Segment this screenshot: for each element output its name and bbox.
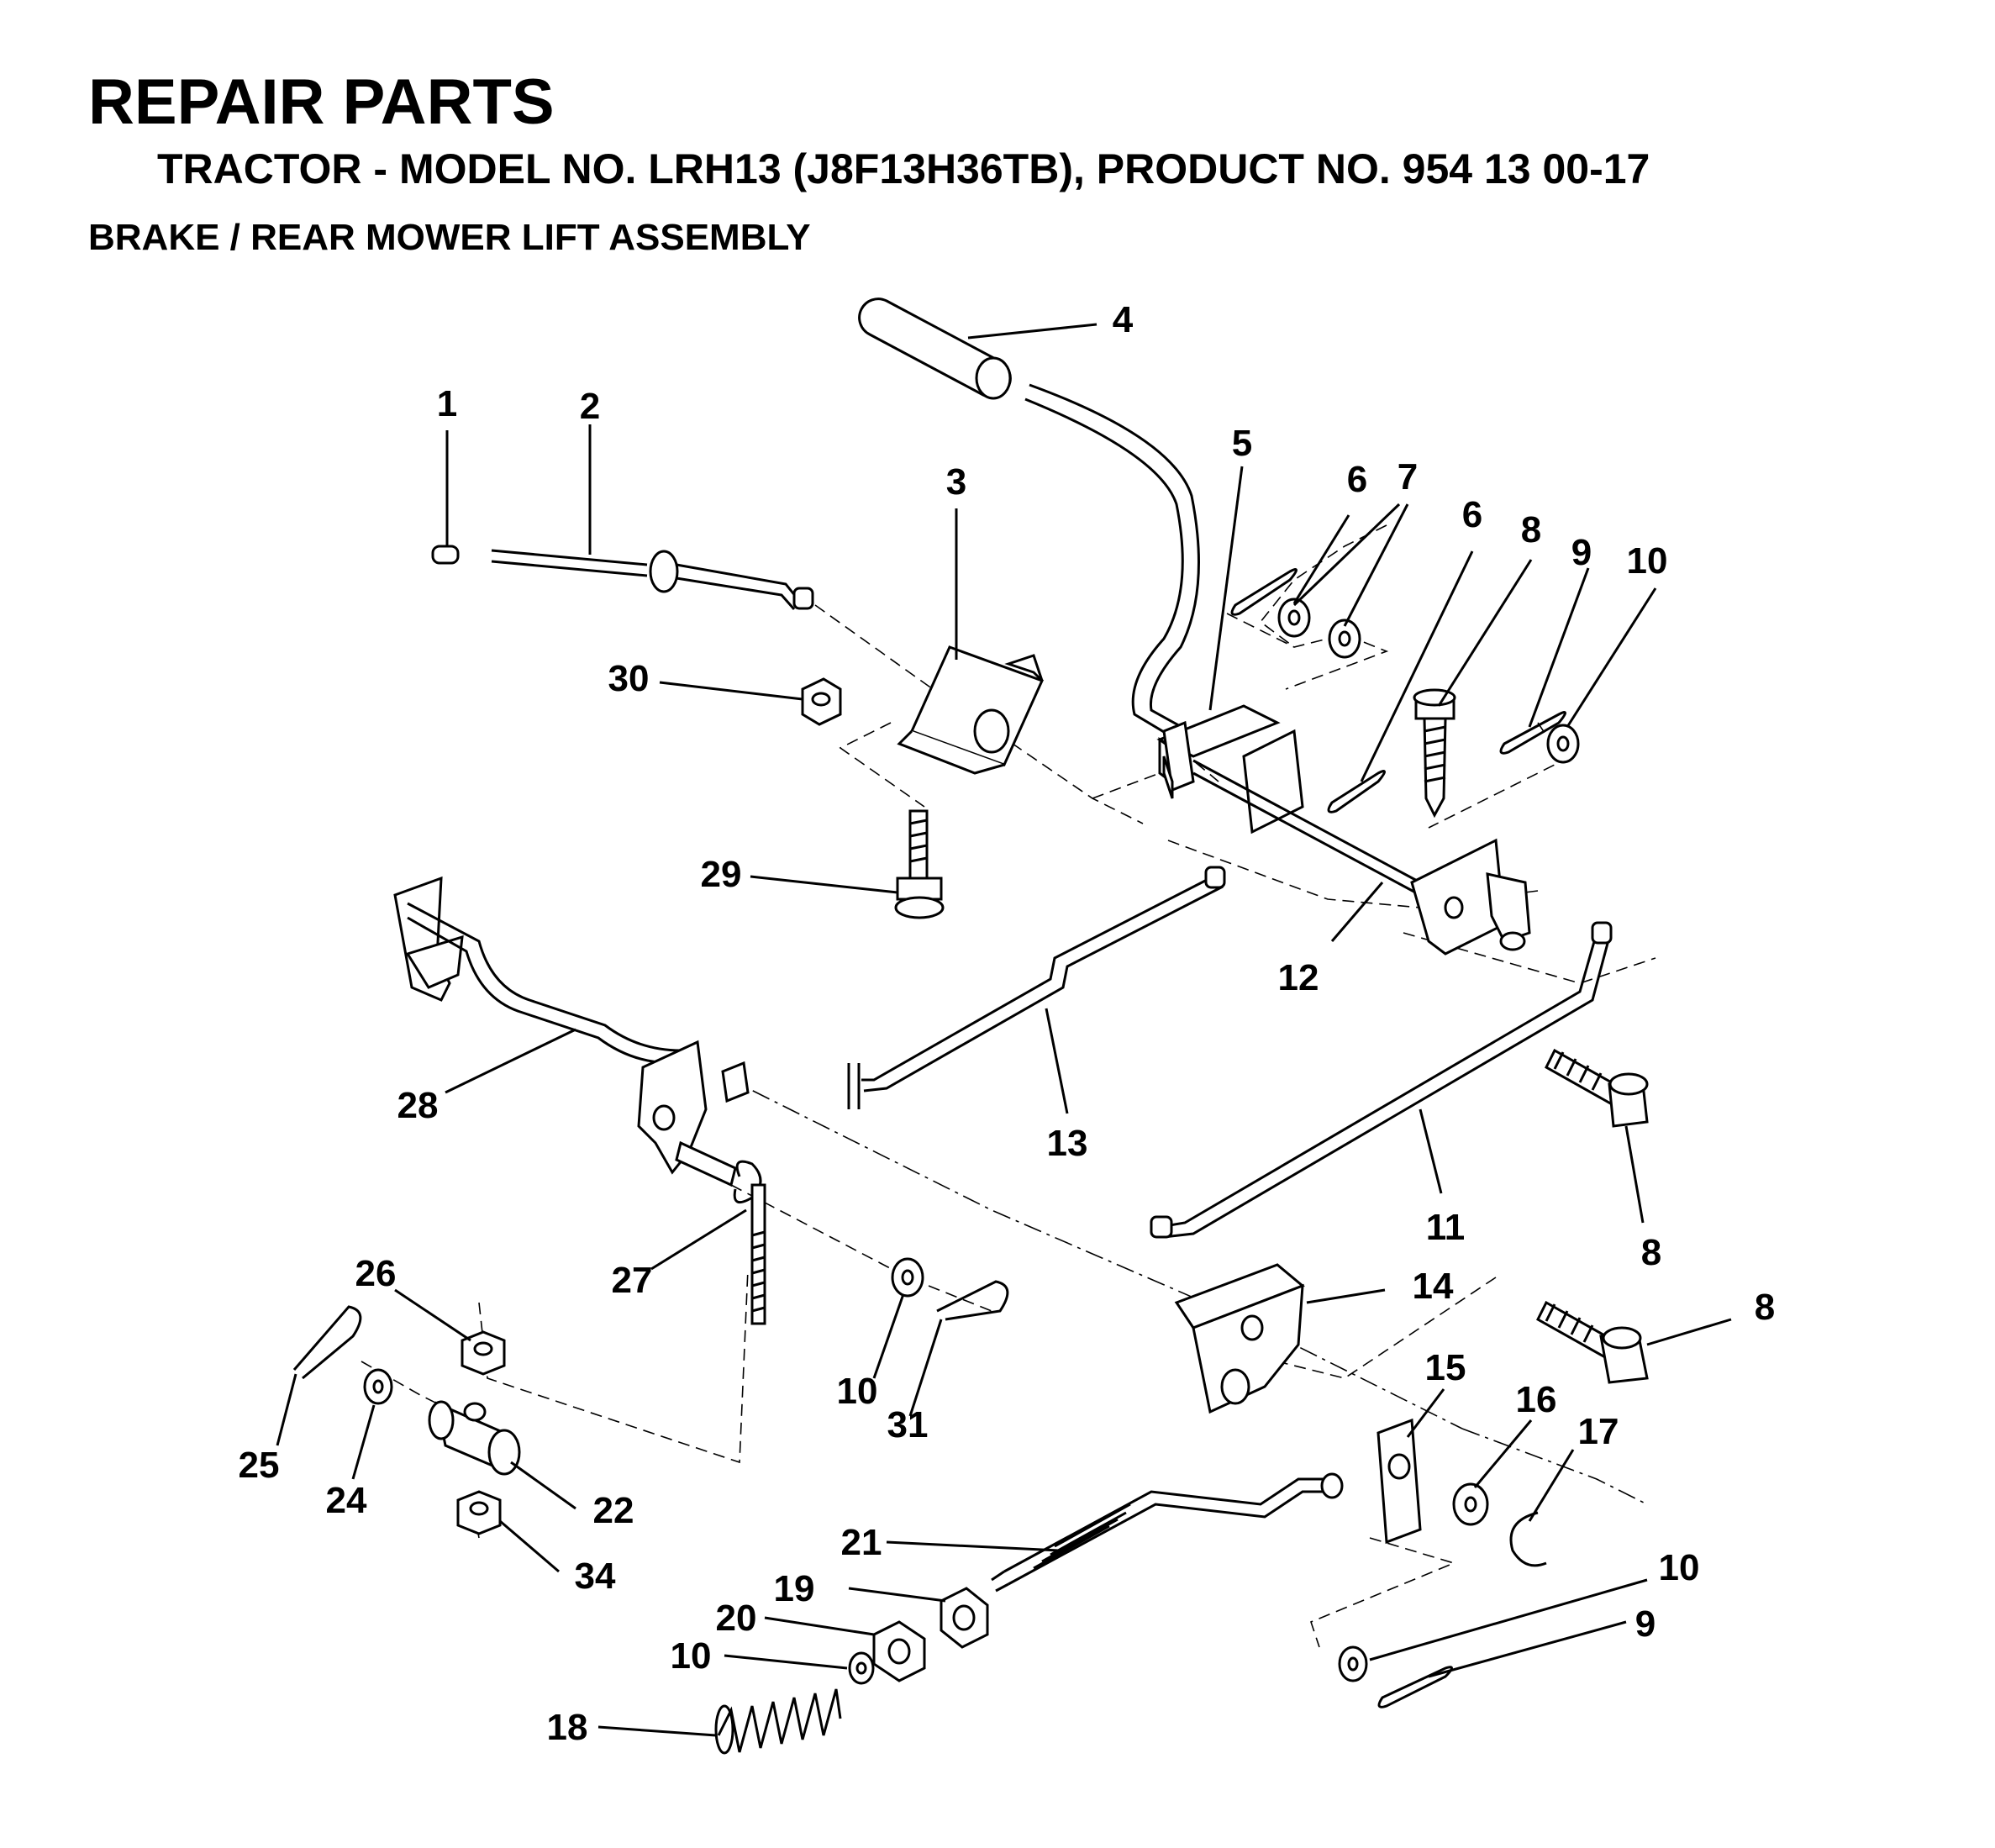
callout-30: 30 xyxy=(608,658,650,699)
part-3-bracket xyxy=(897,645,1045,775)
callout-10-lower-right: 10 xyxy=(1659,1547,1700,1588)
part-6-cotter-pin-upper xyxy=(1230,568,1386,813)
part-17-e-ring xyxy=(1509,1511,1547,1567)
part-4-handle-grip xyxy=(858,297,1012,400)
part-27-eyebolt xyxy=(733,1160,766,1325)
callout-24: 24 xyxy=(326,1480,367,1521)
part-31-hairpin-clip xyxy=(936,1280,1009,1321)
part-8-bolt-upper xyxy=(1413,688,1456,819)
callout-17: 17 xyxy=(1578,1411,1619,1452)
callout-29: 29 xyxy=(701,854,742,895)
callout-8-upper: 8 xyxy=(1521,509,1541,550)
part-12-lift-shaft-assembly xyxy=(1162,720,1531,956)
model-subtitle: TRACTOR - MODEL NO. LRH13 (J8F13H36TB), … xyxy=(157,145,1650,192)
part-29-bolt xyxy=(894,809,945,919)
part-20-nut xyxy=(872,1620,926,1682)
part-1-clevis-pin xyxy=(431,545,460,565)
callout-26: 26 xyxy=(355,1253,397,1294)
part-18-spring xyxy=(714,1688,842,1755)
callout-15: 15 xyxy=(1425,1347,1466,1388)
part-10-washer-lower-left xyxy=(848,1651,875,1685)
part-30-nut xyxy=(801,677,842,726)
callout-3: 3 xyxy=(946,461,966,503)
part-34-nut xyxy=(456,1490,502,1535)
part-16-washer xyxy=(1452,1482,1489,1526)
part-15-link-plate xyxy=(1376,1418,1422,1545)
callout-5: 5 xyxy=(1232,423,1252,464)
callout-6-lower: 6 xyxy=(1462,494,1482,535)
part-25-hairpin-clip xyxy=(292,1305,362,1380)
callout-11: 11 xyxy=(1426,1207,1466,1248)
part-14-bracket xyxy=(1174,1263,1305,1414)
callout-18: 18 xyxy=(547,1707,588,1748)
part-7-washers xyxy=(1277,598,1361,659)
part-2-brake-rod xyxy=(491,549,814,610)
callout-9-lower: 9 xyxy=(1635,1603,1655,1645)
part-11-lift-link xyxy=(1150,921,1613,1239)
callout-20: 20 xyxy=(716,1598,757,1639)
part-19-nut xyxy=(940,1587,989,1649)
callout-19: 19 xyxy=(774,1568,815,1609)
callout-16: 16 xyxy=(1516,1379,1557,1420)
part-8-bolt-lower xyxy=(1536,1300,1649,1384)
part-9-cotter-pin xyxy=(1499,711,1566,755)
callout-31: 31 xyxy=(887,1404,929,1445)
callout-13: 13 xyxy=(1047,1123,1088,1164)
part-8-bolt-middle xyxy=(1545,1048,1649,1128)
callout-10-left: 10 xyxy=(837,1371,878,1412)
part-21-brake-rod xyxy=(991,1472,1344,1593)
callout-10-upper: 10 xyxy=(1627,540,1668,582)
callout-14: 14 xyxy=(1413,1266,1454,1307)
callout-25: 25 xyxy=(239,1445,280,1486)
callout-2: 2 xyxy=(580,386,600,427)
part-26-nut xyxy=(461,1330,506,1376)
part-28-lift-shaft xyxy=(393,876,750,1187)
callout-22: 22 xyxy=(593,1490,634,1531)
callout-10-lower-left: 10 xyxy=(671,1635,712,1677)
callout-8-lower: 8 xyxy=(1755,1287,1775,1328)
part-10-washer-lower-right xyxy=(1338,1645,1368,1682)
callout-8-middle: 8 xyxy=(1641,1232,1661,1273)
assembly-title: BRAKE / REAR MOWER LIFT ASSEMBLY xyxy=(88,217,811,258)
callout-27: 27 xyxy=(612,1260,653,1301)
part-10-washer-upper xyxy=(1546,724,1580,764)
callout-labels: 1 2 3 4 5 6 7 6 8 9 10 12 13 8 11 8 14 1… xyxy=(239,299,1776,1748)
page-title: REPAIR PARTS xyxy=(88,66,555,138)
part-9-cotter-pin-lower xyxy=(1377,1666,1453,1708)
callout-leaders xyxy=(276,323,1732,1737)
callout-21: 21 xyxy=(841,1522,882,1563)
part-24-washer xyxy=(363,1368,393,1405)
part-13-lift-link xyxy=(847,866,1226,1109)
callout-12: 12 xyxy=(1278,957,1319,998)
callout-28: 28 xyxy=(397,1085,439,1126)
callout-34: 34 xyxy=(575,1556,616,1597)
callout-6-upper: 6 xyxy=(1347,459,1367,500)
callout-7: 7 xyxy=(1398,456,1418,498)
callout-1: 1 xyxy=(437,383,457,424)
part-10-washer-left xyxy=(891,1257,924,1298)
part-22-trunnion xyxy=(428,1400,521,1476)
callout-4: 4 xyxy=(1113,299,1134,340)
callout-9-upper: 9 xyxy=(1571,532,1592,573)
